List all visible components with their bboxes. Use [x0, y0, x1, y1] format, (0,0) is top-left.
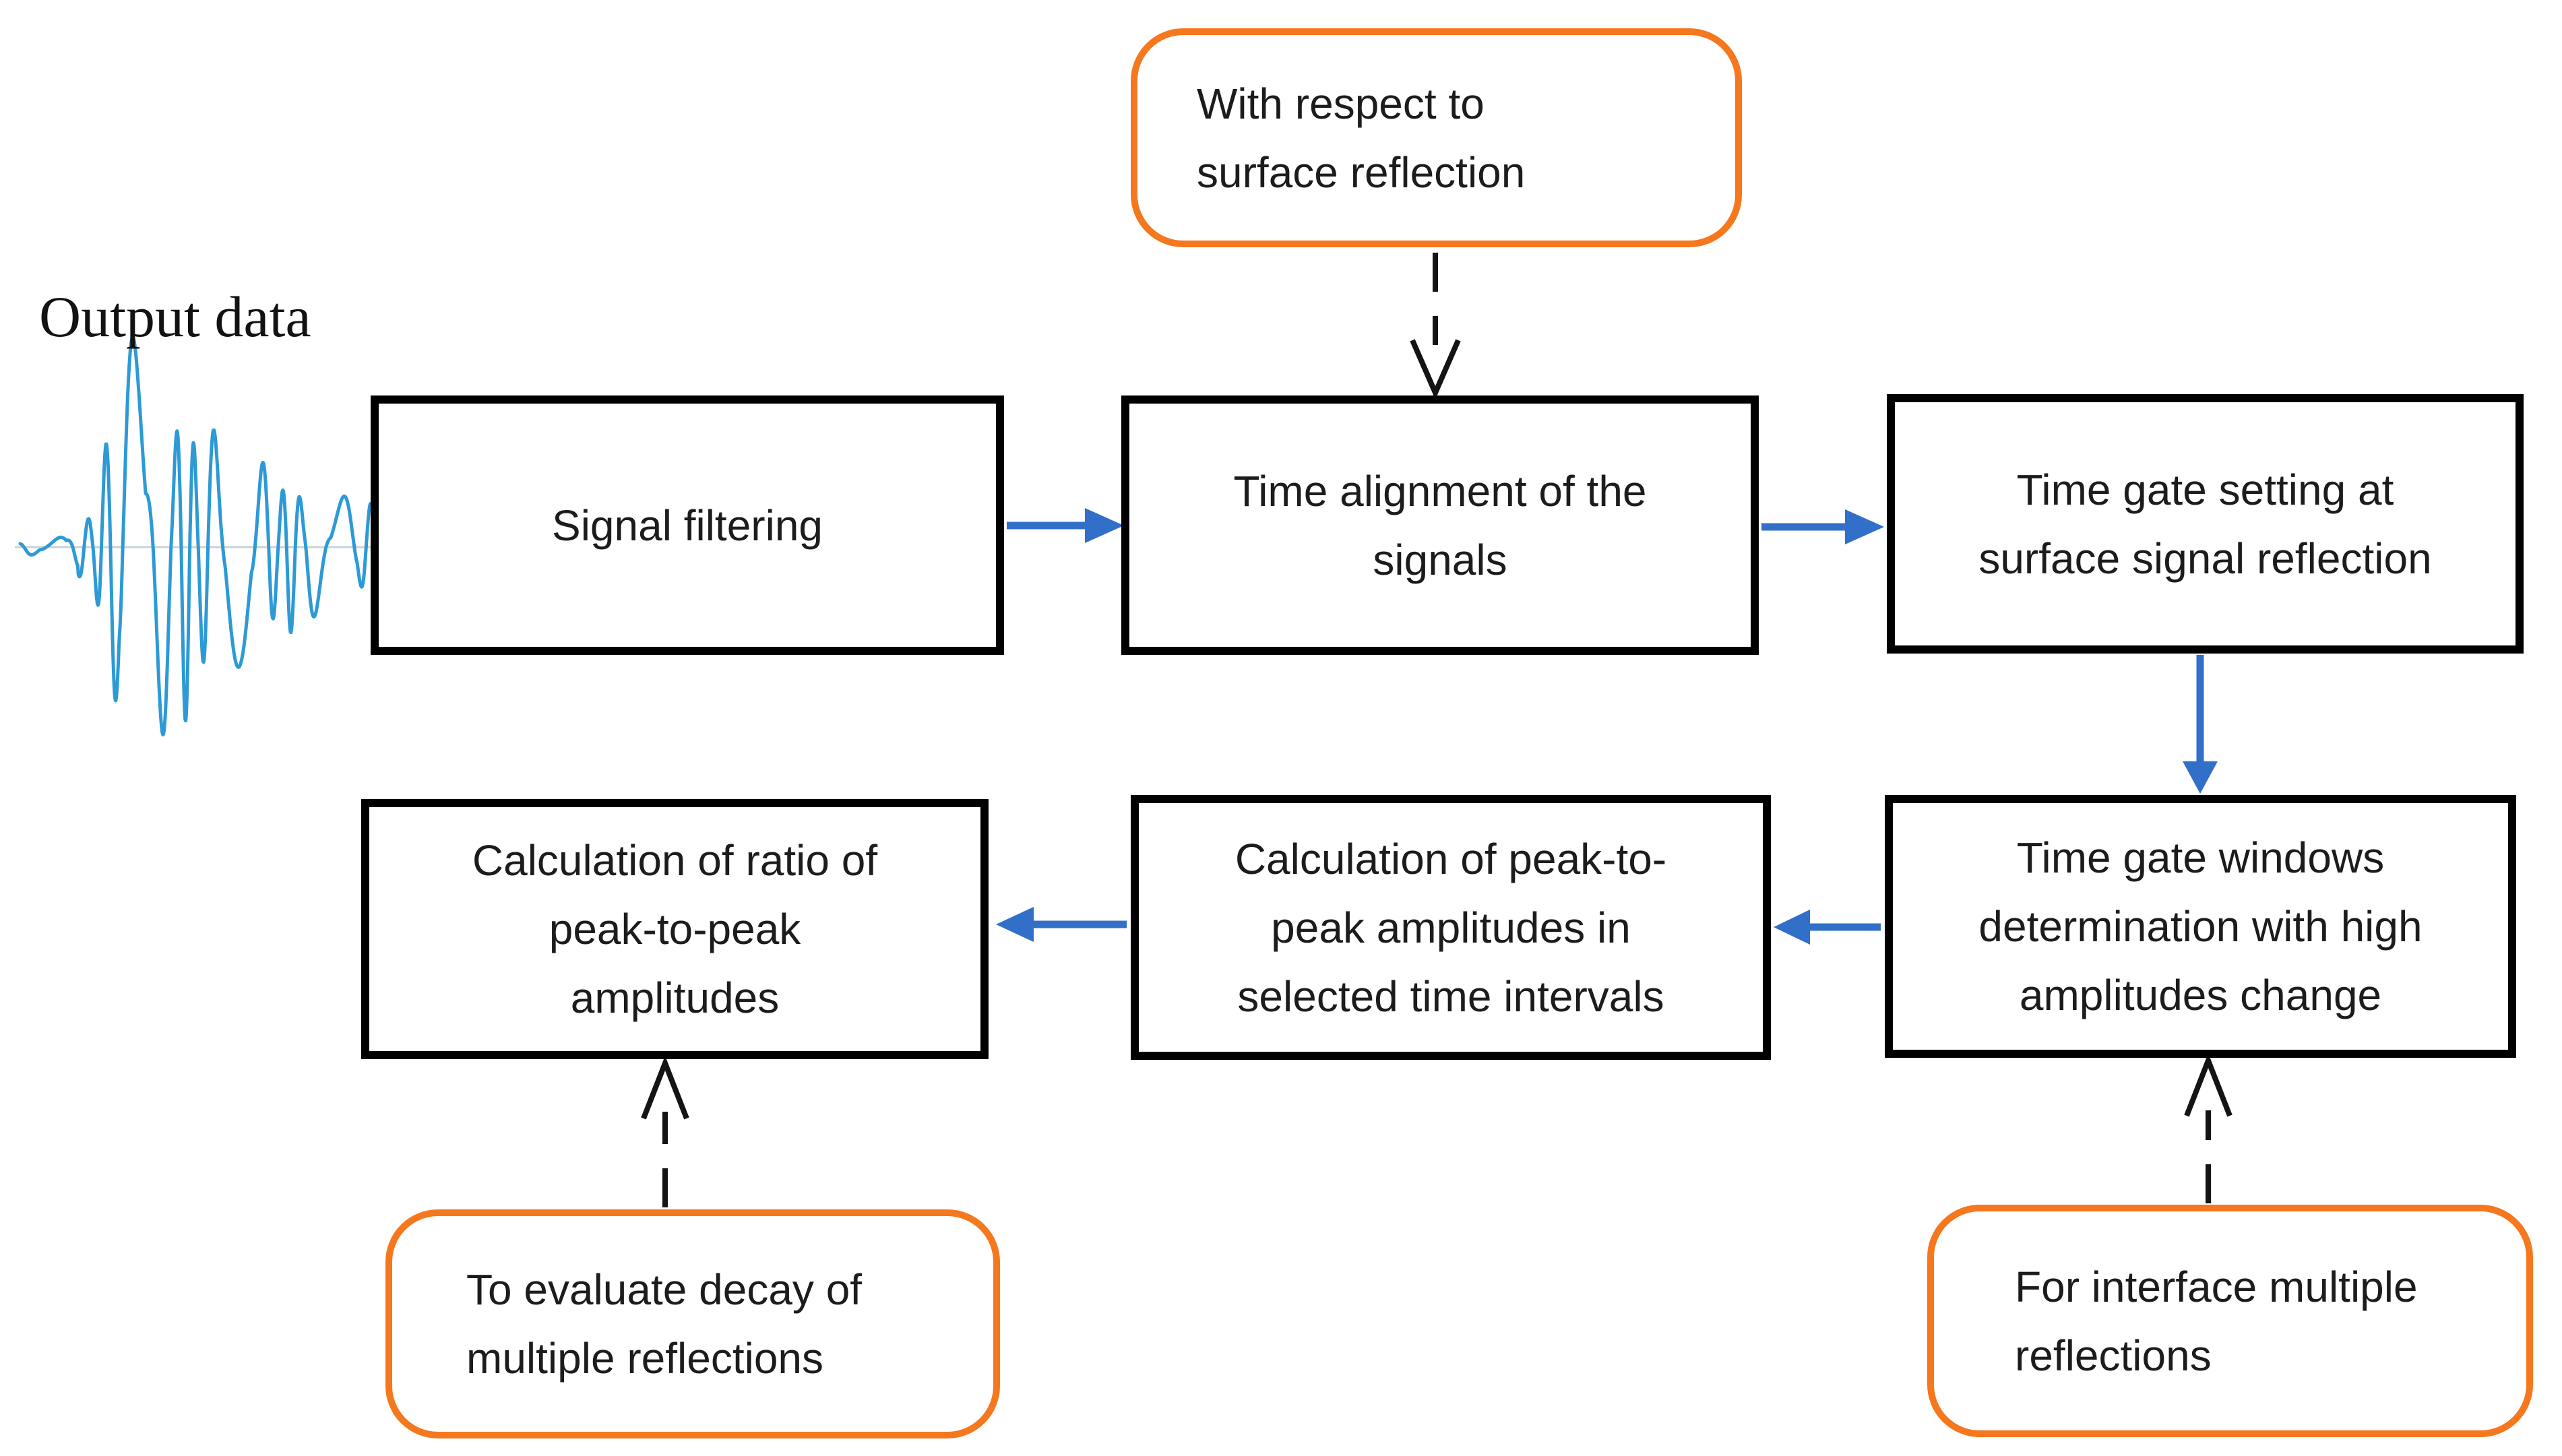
node-label-line: Calculation of ratio of: [472, 836, 878, 885]
node-label-line: selected time intervals: [1237, 972, 1664, 1021]
node-label-line: peak-to-peak: [549, 905, 801, 953]
node-label-line: determination with high: [1978, 902, 2423, 951]
node-label-line: Calculation of peak-to-: [1235, 834, 1667, 883]
node-label-line: To evaluate decay of: [466, 1265, 863, 1314]
node-note-with-respect: With respect to surface reflection: [1131, 28, 1742, 247]
node-label-line: amplitudes change: [2019, 971, 2382, 1019]
output-waveform: [18, 335, 435, 737]
arrow-filtering-to-alignment: [1007, 508, 1124, 543]
node-label-line: Time gate setting at: [2016, 465, 2394, 514]
dashed-arrow-noteinterface-to-gatewindows: [2184, 1052, 2232, 1203]
node-note-interface-reflections: For interface multiple reflections: [1927, 1205, 2533, 1437]
dashed-arrow-notedecay-to-calcratio: [641, 1055, 689, 1207]
arrow-alignment-to-gatesetting: [1761, 509, 1884, 544]
node-label-line: reflections: [2015, 1331, 2212, 1380]
node-label-line: surface reflection: [1197, 148, 1526, 197]
arrow-gatesetting-to-gatewindows: [2183, 655, 2218, 794]
node-label-line: For interface multiple: [2015, 1262, 2418, 1311]
node-note-evaluate-decay: To evaluate decay of multiple reflection…: [385, 1209, 1000, 1438]
node-time-alignment: Time alignment of the signals: [1121, 395, 1759, 655]
node-label-line: surface signal reflection: [1978, 534, 2432, 583]
arrow-calcpeak-to-calcratio: [996, 907, 1127, 942]
node-label-line: With respect to: [1197, 79, 1485, 128]
node-label-line: signals: [1373, 535, 1507, 584]
node-time-gate-windows: Time gate windows determination with hig…: [1885, 795, 2516, 1058]
node-label-line: Signal filtering: [552, 501, 823, 550]
node-calc-peak-to-peak: Calculation of peak-to- peak amplitudes …: [1131, 795, 1771, 1060]
arrow-gatewindows-to-calcpeak: [1774, 910, 1881, 945]
node-label-line: peak amplitudes in: [1271, 903, 1631, 952]
node-label-line: multiple reflections: [466, 1334, 823, 1383]
node-signal-filtering: Signal filtering: [371, 395, 1004, 655]
node-label-line: Time alignment of the: [1233, 466, 1647, 515]
output-data-label: Output data: [39, 284, 311, 349]
node-label-line: amplitudes: [570, 974, 780, 1022]
node-time-gate-setting: Time gate setting at surface signal refl…: [1887, 394, 2524, 654]
dashed-arrow-notetop-to-alignment: [1410, 253, 1461, 400]
node-calc-ratio: Calculation of ratio of peak-to-peak amp…: [361, 799, 989, 1059]
node-label-line: Time gate windows: [2016, 833, 2385, 882]
